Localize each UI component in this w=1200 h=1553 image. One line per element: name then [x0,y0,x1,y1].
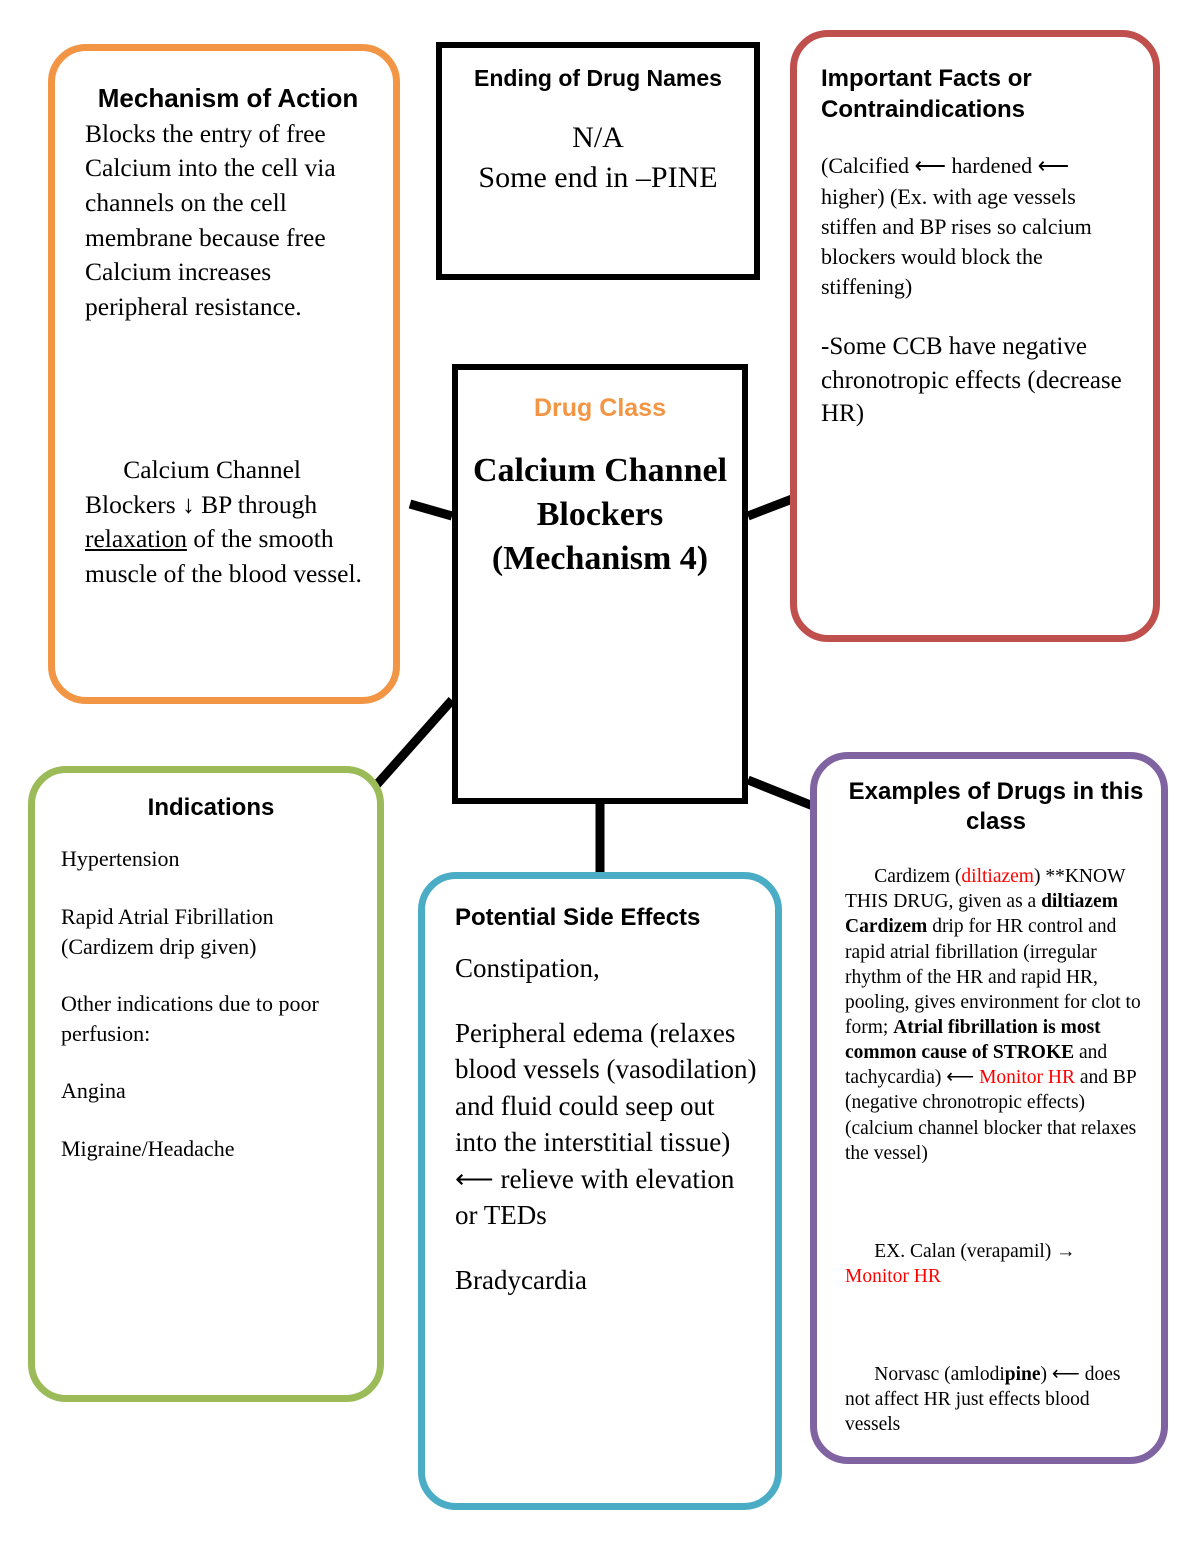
indications-item-3: Other indications due to poor perfusion: [61,990,325,1046]
potential-side-effects-box: Potential Side Effects Constipation, Per… [418,872,782,1510]
indications-box: Indications Hypertension Rapid Atrial Fi… [28,766,384,1402]
examples-paragraph-1: Cardizem (diltiazem) **KNOW THIS DRUG, g… [845,839,1147,1191]
side-effect-item-2: Peripheral edema (relaxes blood vessels … [455,1018,764,1231]
examples-p1-seg5: and BP (negative chronotropic effects) (… [845,1067,1142,1164]
drug-class-center-box: Drug Class Calcium Channel Blockers (Mec… [452,364,748,804]
mechanism-of-action-title: Mechanism of Action [97,83,359,113]
indications-item-5: Migraine/Headache [61,1135,235,1161]
important-facts-title: Important Facts or Contraindications [821,65,1032,124]
potential-side-effects-title: Potential Side Effects [455,904,701,931]
important-facts-paragraph-2: -Some CCB have negative chronotropic eff… [821,333,1129,427]
indications-item-4: Angina [61,1078,126,1104]
examples-p1-bold-diltiazem-cardizem: diltiazem Cardizem [845,891,1123,938]
examples-p3-seg1: Norvasc (amlodi [874,1363,1005,1385]
examples-p1-seg3: drip for HR control and rapid atrial fib… [845,916,1146,1038]
examples-p3-bold-pine: pine [1004,1363,1041,1385]
connector-center-to-mechanism [408,499,454,521]
examples-p1-drug-diltiazem: diltiazem [961,866,1034,888]
examples-paragraph-3: Norvasc (amlodipine) ⟵ does not affect H… [845,1336,1147,1462]
mechanism-of-action-box: Mechanism of Action Blocks the entry of … [48,44,400,704]
paragraph-spacer [85,394,371,418]
side-effect-item-3: Bradycardia [455,1265,587,1296]
examples-of-drugs-title: Examples of Drugs in this class [848,778,1144,835]
important-facts-paragraph-1: (Calcified ⟵ hardened ⟵ higher) (Ex. wit… [821,153,1098,299]
ending-of-drug-names-body: N/A Some end in –PINE [478,121,718,194]
mechanism-paragraph-2-underlined: relaxation [85,524,187,554]
mechanism-paragraph-2-pre: Calcium Channel Blockers ↓ BP through [85,454,324,519]
examples-p1-monitor-hr: Monitor HR [979,1067,1075,1089]
examples-p1-seg1: Cardizem ( [874,866,962,888]
examples-paragraph-2: EX. Calan (verapamil) → Monitor HR [845,1213,1147,1314]
connector-center-to-indications [368,697,456,793]
indications-item-1: Hypertension [61,846,180,872]
examples-p1-seg4: and tachycardia) ⟵ [845,1042,1113,1089]
examples-p2-seg1: EX. Calan (verapamil) → [874,1240,1076,1262]
indications-item-2: Rapid Atrial Fibrillation (Cardizem drip… [61,903,280,959]
drug-class-name: Calcium Channel Blockers (Mechanism 4) [472,452,736,578]
examples-p2-monitor-hr: Monitor HR [845,1265,941,1287]
mechanism-of-action-paragraph-1: Blocks the entry of free Calcium into th… [85,118,343,322]
examples-of-drugs-box: Examples of Drugs in this class Cardizem… [810,752,1168,1464]
side-effect-item-1: Constipation, [455,953,600,984]
mechanism-paragraph-2-post: of the smooth muscle of the blood vessel… [85,524,362,588]
indications-title: Indications [147,794,275,821]
examples-p1-seg2: ) **KNOW THIS DRUG, given as a [845,866,1130,913]
important-facts-box: Important Facts or Contraindications (Ca… [790,30,1160,642]
ending-of-drug-names-box: Ending of Drug Names N/A Some end in –PI… [436,42,760,280]
examples-p3-seg2: ) ⟵ does not affect HR just effects bloo… [845,1363,1126,1435]
examples-p1-bold-stroke: Atrial fibrillation is most common cause… [845,1016,1106,1064]
mechanism-of-action-paragraph-2: Calcium Channel Blockers ↓ BP through re… [85,325,371,627]
drug-class-label: Drug Class [534,394,666,422]
ending-of-drug-names-title: Ending of Drug Names [474,65,722,91]
